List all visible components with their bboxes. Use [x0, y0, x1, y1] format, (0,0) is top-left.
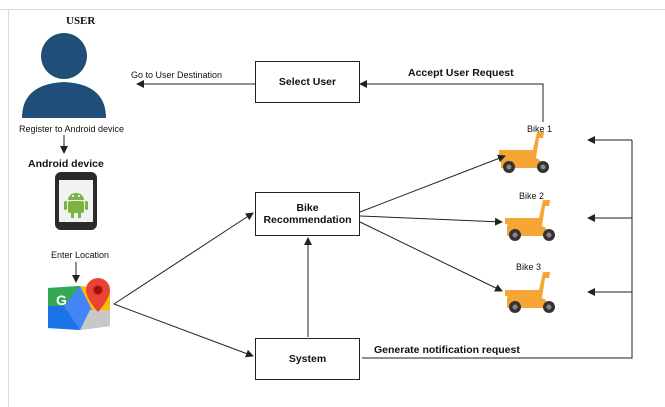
arrow-maps-to-recommendation [113, 212, 254, 305]
bike-1-label: Bike 1 [527, 124, 553, 134]
system-box: System [255, 338, 360, 380]
scooter-icon [505, 272, 555, 313]
svg-text:G: G [56, 292, 67, 308]
select-user-box: Select User [255, 61, 360, 103]
select-user-label: Select User [278, 75, 337, 88]
go-to-destination-label: Go to User Destination [131, 70, 223, 80]
android-device-label: Android device [28, 158, 104, 170]
arrow-accept-request [359, 80, 544, 122]
arrow-maps-to-system [113, 303, 254, 358]
arrow-recommendation-to-bike-3 [359, 221, 503, 292]
frame-left-line [8, 9, 9, 407]
google-maps-icon: G [48, 278, 110, 330]
bike-recommendation-label-line1: Bike [296, 201, 319, 214]
arrow-recommendation-to-bike-1 [359, 154, 506, 213]
bike-3-label: Bike 3 [516, 262, 542, 272]
generate-notification-label: Generate notification request [374, 344, 520, 356]
bike-2-label: Bike 2 [519, 191, 545, 201]
android-phone-icon [55, 172, 97, 230]
bike-recommendation-box: Bike Recommendation [255, 192, 360, 236]
system-label: System [288, 352, 327, 365]
arrow-recommendation-to-bike-2 [359, 215, 503, 226]
register-label: Register to Android device [19, 124, 125, 134]
user-icon [22, 33, 106, 118]
scooter-icon [499, 132, 549, 173]
accept-request-label: Accept User Request [408, 67, 514, 79]
bike-recommendation-label-line2: Recommendation [263, 214, 352, 226]
frame-top-line [0, 9, 665, 10]
scooter-icon [505, 200, 555, 241]
notification-trunk [362, 140, 633, 359]
user-label: USER [66, 15, 96, 27]
enter-location-label: Enter Location [51, 250, 110, 260]
